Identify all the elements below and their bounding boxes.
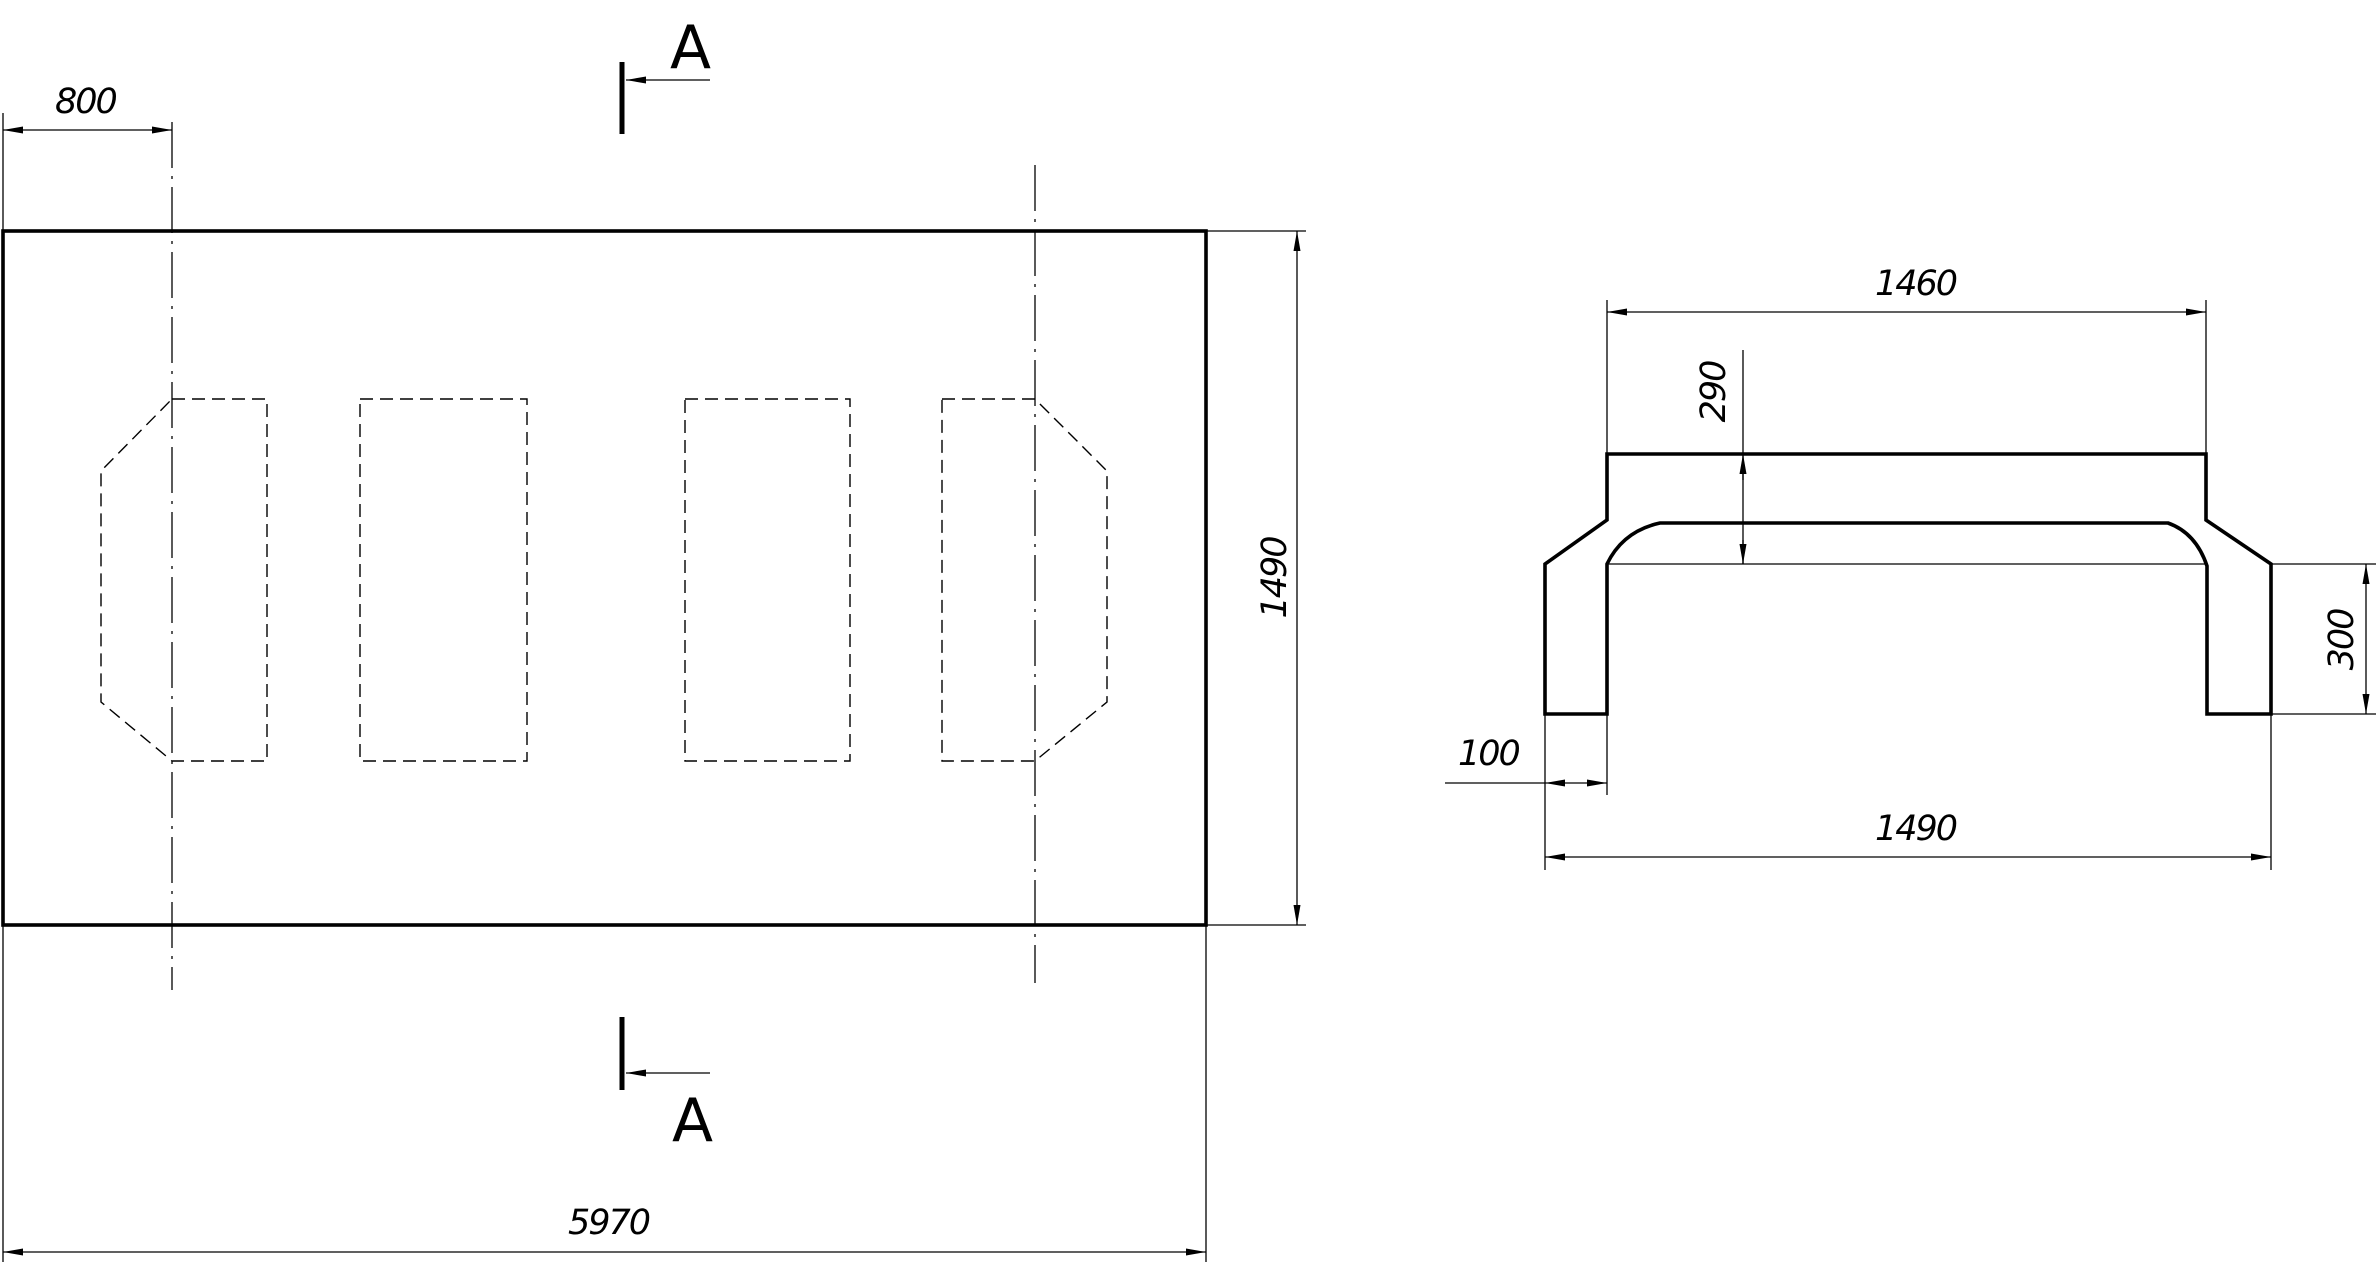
- section-mark-bottom: A: [619, 1017, 713, 1156]
- inner-opening-right: [684, 398, 851, 762]
- section-outline[interactable]: [1543, 452, 2273, 716]
- dimension-top-thickness: 290: [1694, 350, 1747, 564]
- dimension-axis-offset: 800: [2, 82, 172, 231]
- section-letter-top: A: [670, 13, 711, 83]
- section-overall-width-label: 1490: [1875, 809, 1957, 849]
- plan-view: 800 5970 1490 A A: [1, 13, 1306, 1262]
- inner-opening-left: [359, 398, 528, 762]
- wall-thickness-label: 100: [1458, 734, 1520, 774]
- dimension-wall-thickness: 100: [1445, 714, 1608, 870]
- section-letter-bottom: A: [672, 1086, 713, 1156]
- dimension-section-overall-width: 1490: [1545, 714, 2272, 870]
- overall-width-label: 1490: [1255, 537, 1295, 619]
- dimension-overall-length: 5970: [2, 925, 1207, 1262]
- dimension-leg-height: 300: [2271, 563, 2376, 715]
- overall-length-label: 5970: [568, 1203, 650, 1243]
- section-mark-top: A: [619, 13, 711, 134]
- left-end-opening: [100, 398, 268, 762]
- top-thickness-label: 290: [1694, 361, 1734, 423]
- top-width-label: 1460: [1875, 264, 1957, 304]
- dimension-top-width: 1460: [1606, 264, 2207, 454]
- leg-height-label: 300: [2322, 609, 2362, 671]
- dimension-overall-width: 1490: [1206, 230, 1306, 926]
- section-view: 1460 290 300 100 1490: [1445, 264, 2376, 870]
- right-end-opening: [941, 398, 1108, 762]
- axis-offset-label: 800: [55, 82, 117, 122]
- slab-outline: [1, 229, 1208, 927]
